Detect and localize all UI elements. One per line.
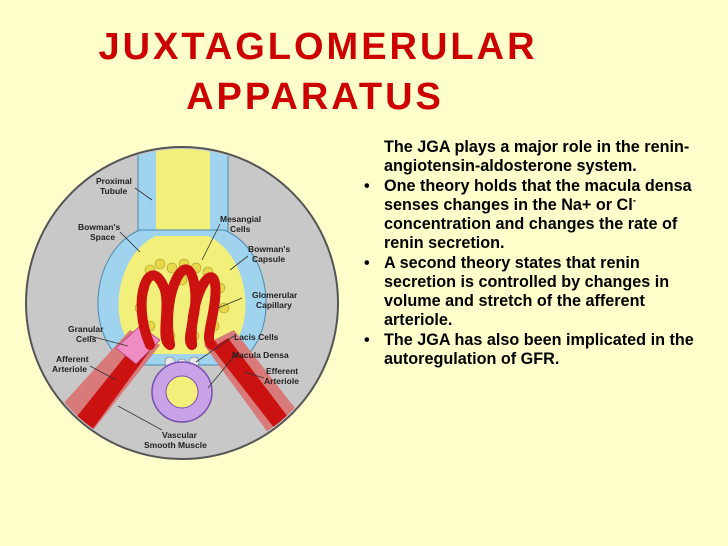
slide-body: The JGA plays a major role in the renin-… — [360, 138, 710, 370]
slide-title: JUXTAGLOMERULAR APPARATUS — [0, 22, 728, 122]
title-line-1: JUXTAGLOMERULAR — [98, 26, 538, 68]
label-mesangial-cells: Mesangial — [220, 214, 261, 224]
label-afferent-arteriole: Afferent — [56, 354, 89, 364]
intro-paragraph: The JGA plays a major role in the renin-… — [384, 138, 690, 175]
label-granular-cells: Granular — [68, 324, 104, 334]
label-glomerular-capillary: Glomerular — [252, 290, 298, 300]
title-line-2: APPARATUS — [186, 76, 444, 118]
bullet-macula-densa-theory: One theory holds that the macula densa s… — [360, 177, 710, 253]
label-macula-densa: Macula Densa — [232, 350, 289, 360]
bullet-autoregulation: The JGA has also been implicated in the … — [360, 331, 710, 369]
label-efferent-arteriole: Efferent — [266, 366, 298, 376]
bullet-afferent-arteriole-theory: A second theory states that renin secret… — [360, 254, 710, 330]
label-vascular-smooth-muscle: Vascular — [162, 430, 198, 440]
label-bowmans-space: Bowman's — [78, 222, 120, 232]
label-proximal-tubule: Proximal — [96, 176, 132, 186]
label-bowmans-capsule: Bowman's — [248, 244, 290, 254]
label-lacis-cells: Lacis Cells — [234, 332, 279, 342]
